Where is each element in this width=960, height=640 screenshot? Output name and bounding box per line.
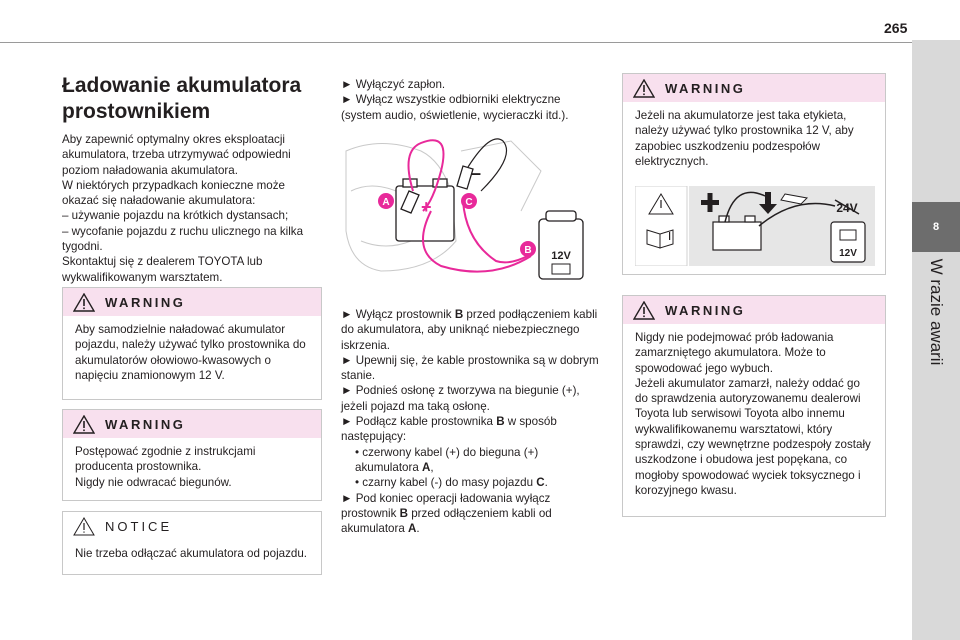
warning-header: WARNING (63, 410, 321, 438)
label-b-callout: B (520, 241, 536, 257)
intro-para: Aby zapewnić optymalny okres eksploatacj… (62, 133, 291, 177)
step-item: ► Wyłącz wszystkie odbiorniki elektryczn… (341, 93, 569, 122)
svg-text:+: + (421, 197, 432, 217)
step-item: ► Wyłącz prostownik B przed podłączeniem… (341, 308, 598, 352)
charger-icon: 12V (830, 221, 866, 263)
warning-line: Postępować zgodnie z instrukcjami produc… (75, 445, 256, 474)
clamp-icon (780, 193, 809, 205)
warning-triangle-icon (648, 193, 674, 215)
step-item: ► Upewnij się, że kable prostownika są w… (341, 353, 599, 383)
intro-text: Aby zapewnić optymalny okres eksploatacj… (62, 132, 324, 285)
page-number: 265 (884, 20, 908, 36)
charger-cable (462, 200, 534, 264)
steps-bottom: ► Wyłącz prostownik B przed podłączeniem… (341, 307, 603, 536)
manual-book-icon (646, 229, 674, 249)
chapter-number-tab[interactable]: 8 (912, 202, 960, 252)
step-subitem: • czerwony kabel (+) do bieguna (+) akum… (355, 445, 539, 474)
svg-text:B: B (524, 245, 531, 256)
warning-triangle-icon (73, 292, 95, 312)
label-c-callout: C (461, 193, 477, 209)
minus-icon: – (471, 163, 481, 183)
notice-triangle-icon (73, 516, 95, 535)
step-item: ► Podłącz kable prostownika B w sposób n… (341, 415, 557, 444)
warning-title: WARNING (665, 80, 746, 96)
svg-text:–: – (471, 163, 481, 183)
chapter-title-text: W razie awarii (927, 258, 946, 366)
warning-text: Nigdy nie podejmować prób ładowania zama… (623, 324, 885, 506)
svg-text:A: A (382, 197, 389, 208)
black-cable (467, 138, 508, 192)
warning-box-frozen: WARNING Nigdy nie podejmować prób ładowa… (622, 295, 886, 517)
plus-icon (701, 193, 719, 212)
warning-line: Nigdy nie odwracać biegunów. (75, 475, 232, 489)
warning-header: WARNING (623, 296, 885, 324)
chapter-title: W razie awarii (912, 252, 960, 372)
warning-triangle-icon (73, 414, 95, 434)
warning-header: WARNING (63, 288, 321, 316)
plus-icon: + (421, 197, 432, 217)
svg-text:12V: 12V (839, 248, 857, 259)
cable (758, 202, 836, 227)
battery-label-illustration: 24V 12V (635, 186, 875, 266)
notice-header: NOTICE (63, 512, 321, 540)
step-item: ► Wyłączyć zapłon. (341, 78, 446, 91)
red-cable (407, 139, 445, 212)
step-item: ► Pod koniec operacji ładowania wyłącz p… (341, 491, 552, 536)
warning-text: Aby samodzielnie naładować akumulator po… (75, 323, 306, 382)
warning-title: WARNING (105, 416, 186, 432)
steps-top: ► Wyłączyć zapłon. ► Wyłącz wszystkie od… (341, 77, 599, 123)
intro-bullet: – wycofanie pojazdu z ruchu ulicznego na… (62, 224, 304, 254)
warning-title: WARNING (665, 302, 746, 318)
chapter-sidebar: 8 W razie awarii (912, 40, 960, 640)
warning-triangle-icon (633, 78, 655, 98)
svg-text:12V: 12V (551, 250, 571, 262)
column-left: Ładowanie akumulatora prostownikiem Aby … (62, 73, 324, 285)
strike-line (834, 199, 860, 215)
warning-text: Postępować zgodnie z instrukcjami produc… (63, 438, 321, 498)
warning-text: Jeżeli na akumulatorze jest taka etykiet… (635, 109, 854, 168)
charger-cable-red (422, 210, 532, 273)
charger-icon: 12V (538, 210, 584, 280)
header-divider (0, 42, 912, 43)
warning-header: WARNING (623, 74, 885, 102)
warning-box-instructions: WARNING Postępować zgodnie z instrukcjam… (62, 409, 322, 501)
warning-triangle-icon (633, 300, 655, 320)
minus-icon (759, 192, 777, 214)
page-title: Ładowanie akumulatora prostownikiem (62, 74, 302, 123)
label-a-callout: A (378, 193, 394, 209)
intro-para: Skontaktuj się z dealerem TOYOTA lub wyk… (62, 255, 263, 284)
notice-title: NOTICE (105, 518, 173, 534)
intro-para: W niektórych przypadkach konieczne może … (62, 178, 285, 208)
warning-line: Nigdy nie podejmować prób ładowania zama… (635, 331, 834, 375)
warning-line: Jeżeli akumulator zamarzł, należy oddać … (635, 376, 871, 497)
step-item: ► Podnieś osłonę z tworzywa na biegunie … (341, 384, 580, 413)
warning-box-charger: WARNING Aby samodzielnie naładować akumu… (62, 287, 322, 400)
svg-text:C: C (465, 197, 472, 208)
charger-figure: + – A C B 12V (341, 131, 591, 287)
warning-title: WARNING (105, 294, 186, 310)
notice-box: NOTICE Nie trzeba odłączać akumulatora o… (62, 511, 322, 575)
intro-bullet: – używanie pojazdu na krótkich dystansac… (62, 209, 289, 223)
battery-icon (712, 215, 762, 251)
step-subitem: • czarny kabel (-) do masy pojazdu C. (355, 476, 548, 490)
warning-box-label: WARNING Jeżeli na akumulatorze jest taka… (622, 73, 886, 275)
cable (724, 191, 766, 223)
notice-text: Nie trzeba odłączać akumulatora od pojaz… (75, 547, 308, 560)
battery-charger-illustration: + – A C B 12V (345, 138, 584, 280)
clamp-icon (400, 165, 474, 214)
